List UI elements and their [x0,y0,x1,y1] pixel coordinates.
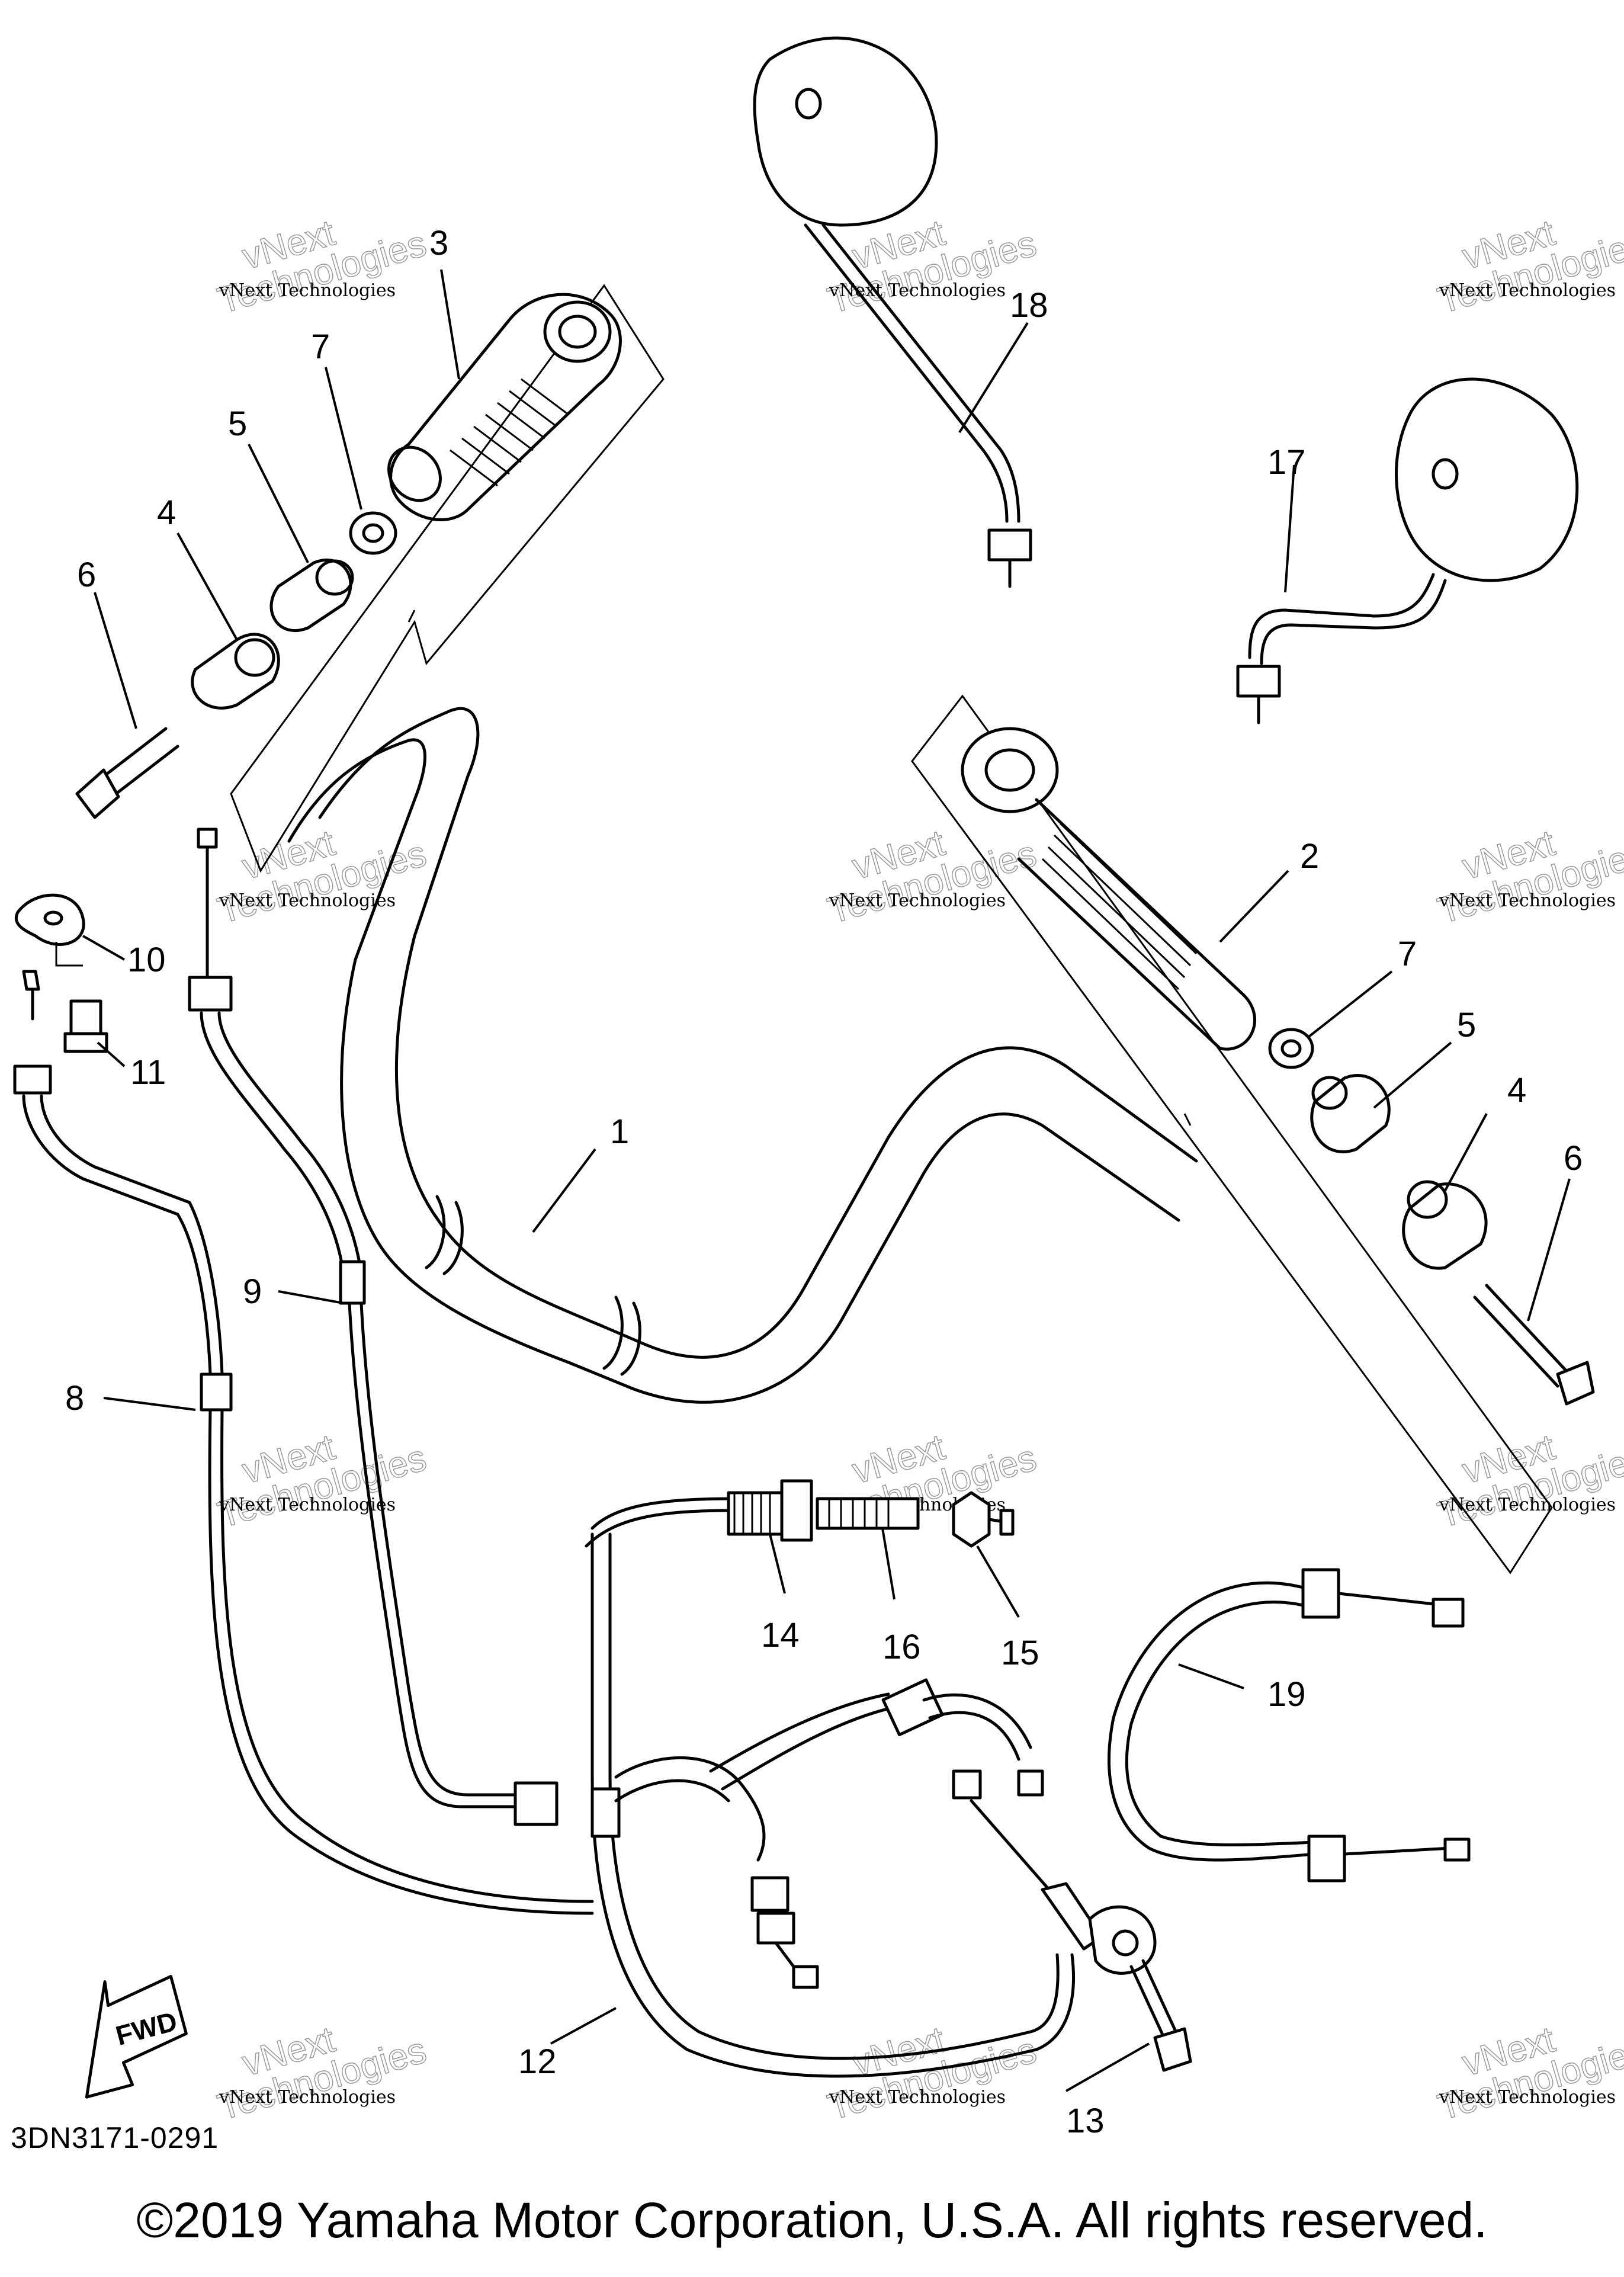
callout-5: 5 [1457,1006,1476,1044]
callout-6: 6 [77,556,96,594]
watermark: Technologies vNext vNext Technologies [213,1426,431,1537]
callout-9: 9 [243,1272,262,1311]
right-grip [961,727,1256,1051]
callout-8: 8 [65,1379,84,1417]
brake-lever-bracket [952,1769,1157,1975]
svg-text:vNext Technologies: vNext Technologies [829,2087,1006,2108]
throttle-cable-end [614,1678,1044,1989]
svg-text:vNext Technologies: vNext Technologies [1439,890,1616,911]
callout-12: 12 [518,2042,557,2081]
left-bolt [75,727,179,819]
watermark: Technologies vNext vNext Technologies [213,212,431,322]
handlebar [287,610,1198,1404]
callout-7: 7 [311,328,330,366]
watermark: Technologies vNext vNext Technologies [213,822,431,932]
svg-text:vNext Technologies: vNext Technologies [219,280,396,301]
callout-15: 15 [1001,1634,1039,1672]
callout-4: 4 [157,493,176,532]
throttle-cable [188,828,559,1826]
watermark: Technologies vNext vNext Technologies [1433,212,1624,322]
leader-lines [82,269,1571,2092]
clutch-cable-holder [14,893,85,967]
callout-3: 3 [429,224,448,262]
svg-text:vNext Technologies: vNext Technologies [829,890,1006,911]
watermark: Technologies vNext vNext Technologies [213,2019,431,2129]
svg-text:vNext Technologies: vNext Technologies [1439,1495,1616,1515]
callout-13: 13 [1066,2102,1105,2140]
left-grip-assembly-box [230,284,665,873]
watermark: Technologies vNext vNext Technologies [1433,1426,1624,1537]
left-bushing [269,558,354,633]
callout-4: 4 [1507,1071,1526,1109]
svg-text:vNext Technologies: vNext Technologies [1439,280,1616,301]
clutch-cable [13,970,594,1915]
bracket-bolt [1129,1959,1192,2072]
right-grip-end [1402,1180,1488,1270]
watermark: Technologies vNext vNext Technologies [1433,2019,1624,2129]
callout-11: 11 [130,1053,166,1092]
decompression-cable [585,1497,1075,2078]
callout-10: 10 [127,941,166,979]
right-bolt [1473,1284,1595,1406]
left-grip-end [191,633,280,710]
copyright-notice: ©2019 Yamaha Motor Corporation, U.S.A. A… [136,2192,1488,2248]
left-grip [387,293,622,521]
adjuster-sleeve [816,1497,920,1530]
left-mirror [753,36,1032,588]
callouts: 1 2 3 4 4 5 5 6 6 7 7 8 9 10 11 12 13 14… [65,224,1583,2140]
adjuster-nut [952,1491,1015,1548]
callout-16: 16 [882,1628,921,1666]
callout-17: 17 [1267,443,1306,482]
watermark: Technologies vNext vNext Technologies [823,1426,1041,1537]
right-grip-assembly-box [911,694,1553,1574]
callout-5: 5 [228,405,247,443]
svg-text:vNext Technologies: vNext Technologies [219,2087,396,2108]
brake-cable [1108,1568,1471,1882]
svg-text:vNext Technologies: vNext Technologies [219,890,396,911]
svg-text:vNext Technologies: vNext Technologies [1439,2087,1616,2108]
callout-1: 1 [610,1112,629,1151]
watermark: Technologies vNext vNext Technologies [823,822,1041,932]
drawing-code: 3DN3171-0291 [11,2121,219,2154]
svg-text:vNext Technologies: vNext Technologies [219,1495,396,1515]
callout-19: 19 [1267,1675,1306,1714]
forward-direction-arrow: FWD [85,1975,188,2099]
watermark: Technologies vNext vNext Technologies [1433,822,1624,932]
callout-6: 6 [1564,1139,1583,1178]
right-bushing [1310,1074,1391,1153]
left-collar [349,511,397,555]
cable-adjuster [727,1479,813,1542]
callout-7: 7 [1398,935,1417,973]
clutch-cable-screw [63,999,108,1053]
right-mirror [1236,377,1579,724]
right-collar [1268,1028,1314,1069]
callout-18: 18 [1010,286,1048,325]
callout-14: 14 [761,1616,800,1654]
callout-2: 2 [1300,837,1319,875]
svg-text:vNext Technologies: vNext Technologies [829,280,1006,301]
